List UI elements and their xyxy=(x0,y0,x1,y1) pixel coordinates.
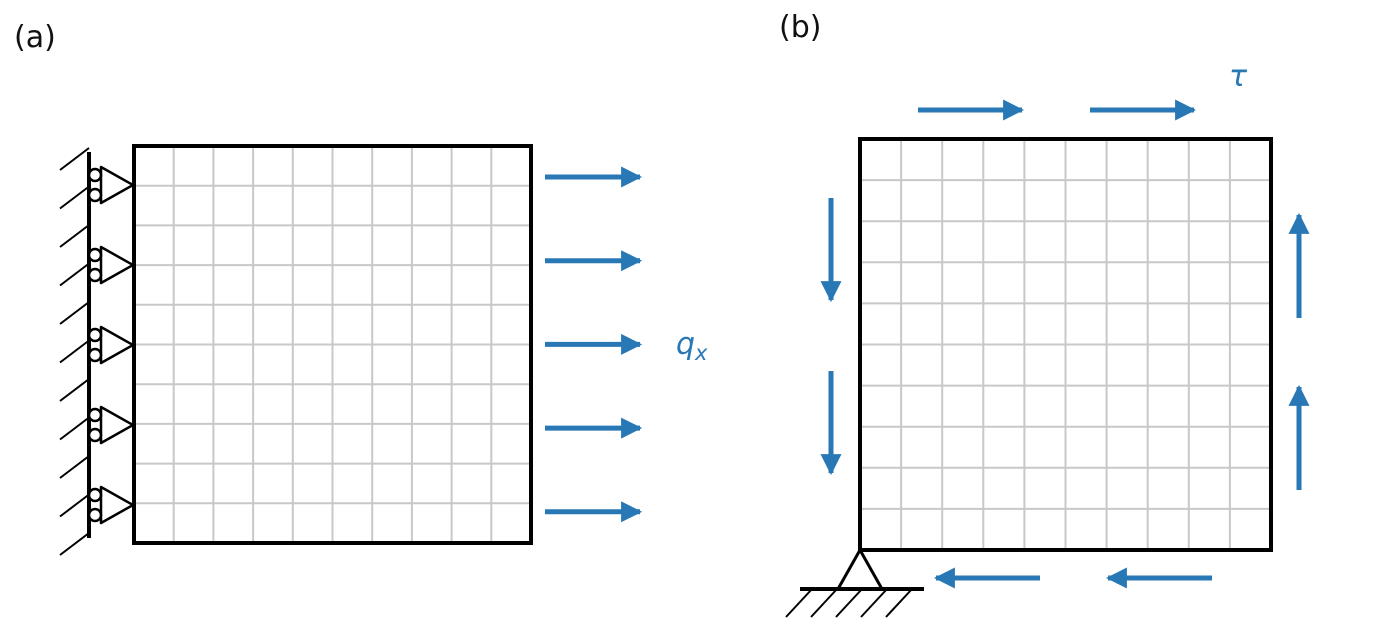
roller-triangle xyxy=(99,405,135,445)
hatch-line xyxy=(59,455,90,479)
panel-b-shear-arrows xyxy=(820,99,1310,589)
hatch-line xyxy=(59,339,90,364)
roller-support xyxy=(87,165,135,205)
hatch-line xyxy=(785,588,813,618)
load-label-qx: qx xyxy=(676,327,708,365)
panel-b-grid xyxy=(860,139,1271,550)
hatch-line xyxy=(59,416,90,441)
roller-wheel xyxy=(87,187,103,203)
roller-support xyxy=(87,485,135,525)
roller-support xyxy=(87,325,135,365)
roller-triangle xyxy=(99,245,135,285)
hatch-line xyxy=(59,262,90,287)
panel-a-label: (a) xyxy=(14,20,56,55)
hatch-line xyxy=(59,378,90,402)
hatch-line xyxy=(860,588,888,618)
roller-wheel xyxy=(87,487,103,503)
roller-triangle xyxy=(99,485,135,525)
load-symbol: q xyxy=(676,327,695,362)
load-subscript: x xyxy=(694,341,708,365)
hatch-line xyxy=(59,224,90,248)
hatch-line xyxy=(59,185,90,210)
roller-triangle xyxy=(99,325,135,365)
hatch-line xyxy=(59,493,90,518)
roller-wheel xyxy=(87,247,103,263)
hatch-line xyxy=(835,588,863,618)
roller-wheel xyxy=(87,267,103,283)
panel-a: (a) qx xyxy=(14,20,708,556)
panel-b: (b) τ xyxy=(779,10,1310,618)
roller-wheel xyxy=(87,407,103,423)
pin-support xyxy=(785,548,924,618)
hatch-line xyxy=(59,147,90,171)
roller-support xyxy=(87,405,135,445)
roller-wheel xyxy=(87,327,103,343)
roller-wheel xyxy=(87,427,103,443)
roller-supports xyxy=(87,165,135,525)
hatch-line xyxy=(59,301,90,325)
panel-b-label: (b) xyxy=(779,10,821,45)
hatch-line xyxy=(59,532,90,556)
load-label-tau: τ xyxy=(1229,59,1248,94)
roller-wheel xyxy=(87,507,103,523)
panel-a-load-arrows xyxy=(545,166,643,523)
panel-b-plate-outline xyxy=(858,137,1273,552)
roller-triangle xyxy=(99,165,135,205)
roller-wheel xyxy=(87,167,103,183)
roller-support xyxy=(87,245,135,285)
hatch-line xyxy=(810,588,838,618)
panel-a-grid xyxy=(134,146,531,543)
roller-support-wall xyxy=(59,147,91,556)
hatch-line xyxy=(885,588,913,618)
roller-wheel xyxy=(87,347,103,363)
